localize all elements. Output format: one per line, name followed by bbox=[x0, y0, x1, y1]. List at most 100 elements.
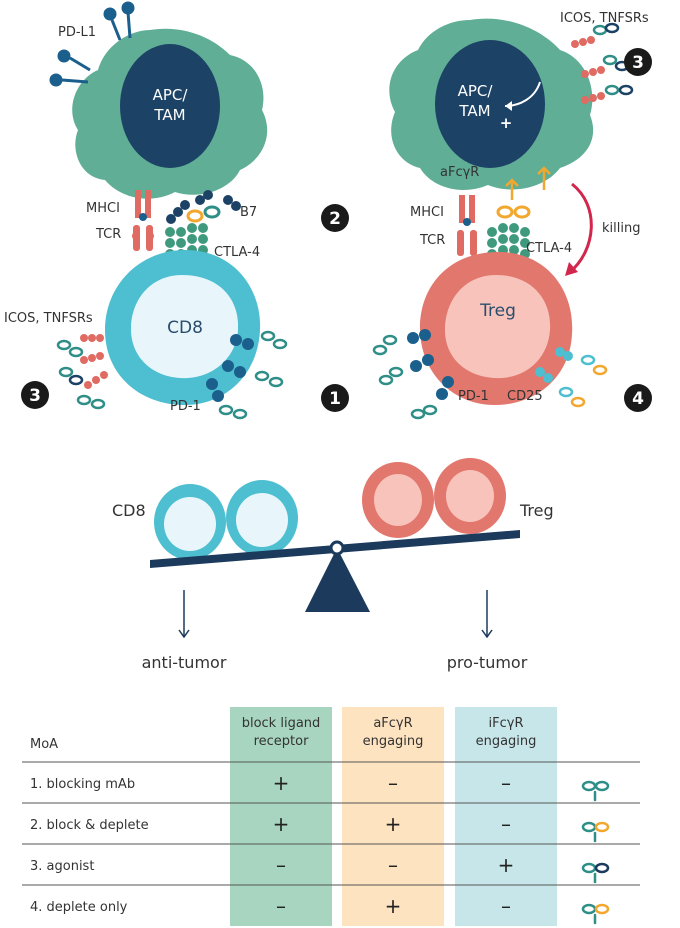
column-header-3-line2: engaging bbox=[476, 734, 537, 749]
pd1-antibodies bbox=[218, 330, 288, 420]
ctla4-label-right: CTLA-4 bbox=[526, 241, 572, 256]
row-value: + bbox=[385, 812, 402, 836]
column-header-3-line1: iFcγR bbox=[489, 716, 524, 731]
moa-header: MoA bbox=[30, 737, 58, 752]
activation-arrowhead bbox=[505, 101, 512, 111]
row-value: + bbox=[498, 853, 515, 877]
pd1-receptors bbox=[206, 334, 254, 402]
row-label: 1. blocking mAb bbox=[30, 777, 135, 792]
anti-tumor-arrow bbox=[178, 590, 190, 639]
apc-label-line2: TAM bbox=[153, 106, 185, 124]
table-row: 1. blocking mAb + – – bbox=[30, 771, 610, 802]
antibody-icon bbox=[581, 780, 610, 802]
antibody-icon bbox=[581, 903, 610, 925]
balance-scale: CD8 Treg anti-tumor pro-tumor bbox=[112, 458, 554, 672]
killing-label: killing bbox=[602, 221, 640, 236]
balance-right-label: Treg bbox=[519, 501, 554, 520]
column-header-1-line2: receptor bbox=[254, 734, 310, 749]
pd1-label-right: PD-1 bbox=[458, 389, 489, 404]
balance-fulcrum bbox=[305, 548, 370, 612]
table-row: 3. agonist – – + bbox=[30, 853, 610, 884]
svg-text:2: 2 bbox=[329, 209, 341, 229]
panel-top-right: APC/ TAM + ICOS, TNFSRs aFcγR bbox=[372, 11, 649, 420]
column-header-1-line1: block ligand bbox=[242, 716, 321, 731]
row-value: – bbox=[276, 853, 286, 877]
mhci-tcr-complex-right bbox=[457, 195, 477, 256]
ctla4-label: CTLA-4 bbox=[214, 245, 260, 260]
cd8-nucleus bbox=[130, 275, 239, 379]
icos-receptors-right bbox=[571, 36, 605, 104]
anti-tumor-label: anti-tumor bbox=[142, 653, 227, 672]
cd25-antibodies bbox=[558, 354, 608, 408]
table-row: 4. deplete only – + – bbox=[30, 894, 610, 925]
apc-nucleus-right bbox=[435, 40, 545, 168]
balance-pivot bbox=[329, 540, 345, 556]
row-value: + bbox=[385, 894, 402, 918]
pd1-label: PD-1 bbox=[170, 399, 201, 414]
pdl1-ligands bbox=[49, 1, 135, 87]
column-ifcyr-bg bbox=[455, 707, 557, 926]
row-value: – bbox=[501, 894, 511, 918]
row-label: 2. block & deplete bbox=[30, 818, 149, 833]
icos-label: ICOS, TNFSRs bbox=[4, 311, 93, 326]
table-dividers bbox=[22, 761, 640, 886]
badge-4: 4 bbox=[624, 384, 652, 412]
badge-3-right: 3 bbox=[624, 48, 652, 76]
svg-text:1: 1 bbox=[329, 389, 341, 409]
badge-3-left: 3 bbox=[21, 381, 49, 409]
apc-right-label-line1: APC/ bbox=[458, 82, 494, 100]
cd25-label: CD25 bbox=[507, 389, 543, 404]
killing-arrow bbox=[569, 182, 593, 274]
balance-left-label: CD8 bbox=[112, 501, 146, 520]
b7-label: B7 bbox=[240, 205, 257, 220]
panel-top-left: APC/ TAM PD-L1 B7 MHCI TCR bbox=[4, 1, 288, 420]
column-block-ligand-bg bbox=[230, 707, 332, 926]
svg-text:3: 3 bbox=[29, 386, 41, 406]
badge-2: 2 bbox=[321, 204, 349, 232]
row-value: – bbox=[501, 771, 511, 795]
apc-nucleus bbox=[120, 44, 220, 168]
row-value: – bbox=[276, 894, 286, 918]
treg-balance-cells bbox=[362, 458, 506, 538]
badge-1: 1 bbox=[321, 384, 349, 412]
mhci-label: MHCI bbox=[86, 201, 120, 216]
row-label: 4. deplete only bbox=[30, 900, 128, 915]
treg-nucleus bbox=[444, 275, 551, 379]
column-afcyr-bg bbox=[342, 707, 444, 926]
tcr-label-right: TCR bbox=[419, 233, 445, 248]
afcyr-receptors bbox=[505, 166, 551, 200]
row-value: – bbox=[388, 853, 398, 877]
pd1-receptors-right bbox=[407, 329, 454, 400]
mhci-label-right: MHCI bbox=[410, 205, 444, 220]
pro-tumor-label: pro-tumor bbox=[447, 653, 528, 672]
moa-table: block ligand receptor aFcγR engaging iFc… bbox=[22, 707, 640, 926]
row-value: – bbox=[388, 771, 398, 795]
tcr-label: TCR bbox=[95, 227, 121, 242]
apc-label-line1: APC/ bbox=[153, 86, 189, 104]
row-value: – bbox=[501, 812, 511, 836]
treg-label: Treg bbox=[479, 301, 516, 321]
table-row: 2. block & deplete + + – bbox=[30, 812, 610, 843]
svg-text:3: 3 bbox=[632, 53, 644, 73]
killing-arrowhead bbox=[565, 262, 578, 276]
antibody-icon bbox=[581, 862, 610, 884]
row-label: 3. agonist bbox=[30, 859, 94, 874]
cd8-balance-cells bbox=[154, 480, 298, 560]
antibody-icon bbox=[581, 821, 610, 843]
column-header-2-line1: aFcγR bbox=[373, 716, 412, 731]
pdl1-label: PD-L1 bbox=[58, 25, 96, 40]
cd25-receptors bbox=[535, 347, 573, 383]
cd8-label: CD8 bbox=[167, 318, 203, 338]
ctla4-antibody bbox=[186, 205, 221, 223]
svg-text:4: 4 bbox=[632, 389, 644, 409]
mhci-tcr-complex bbox=[132, 190, 154, 251]
column-header-2-line2: engaging bbox=[363, 734, 424, 749]
row-value: + bbox=[273, 771, 290, 795]
ctla4-antibody-right bbox=[496, 205, 531, 219]
pro-tumor-arrow bbox=[481, 590, 493, 639]
afcyr-label: aFcγR bbox=[440, 165, 479, 180]
row-value: + bbox=[273, 812, 290, 836]
icos-label-right: ICOS, TNFSRs bbox=[560, 11, 649, 26]
icos-receptors bbox=[80, 334, 108, 389]
b7-molecules bbox=[166, 190, 241, 224]
